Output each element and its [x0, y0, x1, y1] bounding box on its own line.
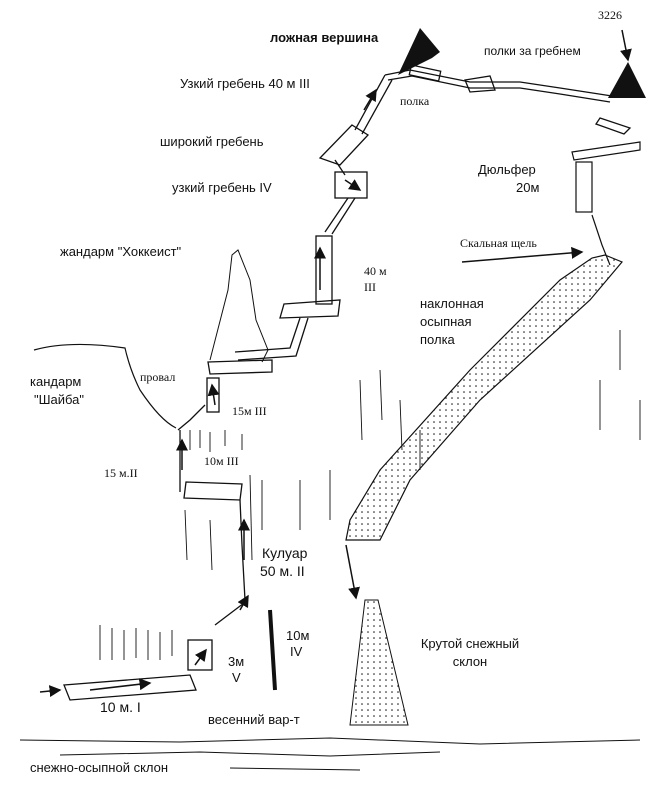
narrow-ridge-40m-label: Узкий гребень 40 м III: [180, 76, 310, 91]
pitch-15m-ii-label: 15 м.II: [104, 466, 138, 480]
pitch-40m-length-label: 40 м: [364, 264, 387, 278]
gap-label: провал: [140, 370, 176, 384]
couloir-label-line1: Кулуар: [262, 545, 308, 561]
inclined-shelf-label-line1: наклонная: [420, 296, 484, 311]
pitch-3m-v-grade-label: V: [232, 670, 241, 685]
steep-snow-slope-label-line1: Крутой снежный: [420, 636, 520, 651]
gendarme-puck-label-line1: кандарм: [30, 374, 82, 389]
shelf-label: полка: [400, 94, 430, 108]
shelves-behind-ridge-label: полки за гребнем: [484, 44, 581, 58]
false-summit-peak: [398, 28, 440, 75]
pitch-10m-iv-grade-label: IV: [290, 644, 303, 659]
false-summit-label: ложная вершина: [270, 30, 379, 45]
pitch-10m-iii-label: 10м III: [204, 454, 239, 468]
pitch-40m-grade-label: III: [364, 280, 376, 294]
couloir-label-line2: 50 м. II: [260, 563, 305, 579]
snow-scree-slope-label: снежно-осыпной склон: [30, 760, 169, 775]
pitch-10m-iv-length-label: 10м: [286, 628, 310, 643]
spring-variant-label: весенний вар-т: [208, 712, 300, 727]
dulfer-label: Дюльфер: [478, 162, 536, 177]
steep-snow-slope: [349, 599, 409, 726]
gendarme-hockey-label: жандарм "Хоккеист": [60, 244, 182, 259]
pitch-3m-v-length-label: 3м: [228, 654, 245, 669]
narrow-ridge-iv-label: узкий гребень IV: [172, 180, 272, 195]
main-summit-peak: [608, 62, 646, 98]
dulfer-length-label: 20м: [516, 180, 540, 195]
inclined-shelf-label-line2: осыпная: [420, 314, 472, 329]
inclined-shelf-label-line3: полка: [420, 332, 455, 347]
inclined-scree-shelf: [345, 254, 623, 541]
rock-crack-label: Скальная щель: [460, 236, 537, 250]
gendarme-puck-label-line2: "Шайба": [34, 392, 85, 407]
pitch-15m-iii-label: 15м III: [232, 404, 267, 418]
steep-snow-slope-label-line2: склон: [452, 654, 488, 669]
main-ridge-route: [63, 64, 632, 701]
pitch-10m-i-label: 10 м. I: [100, 699, 141, 715]
wide-ridge-label: широкий гребень: [160, 134, 264, 149]
summit-elevation-label: 3226: [598, 8, 622, 22]
